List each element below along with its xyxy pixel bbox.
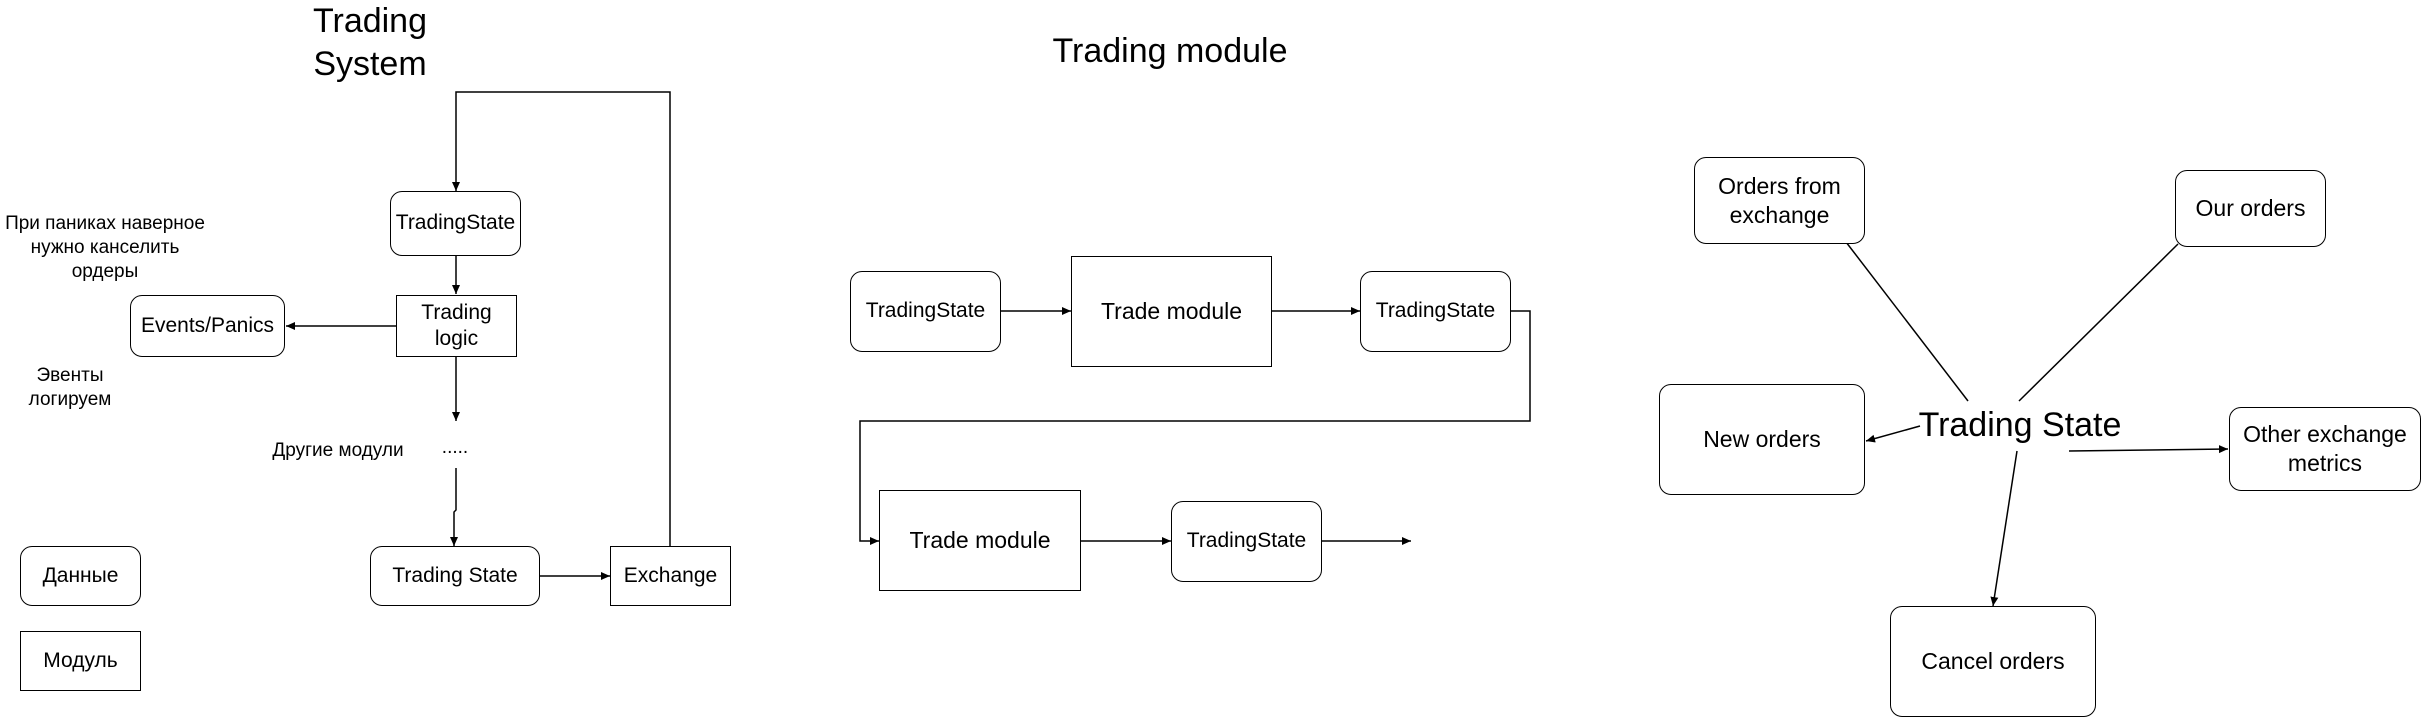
- title-trading-module: Trading module: [1052, 32, 1288, 70]
- node-state-2: TradingState: [1360, 271, 1511, 352]
- node-other-exchange-metrics: Other exchange metrics: [2229, 407, 2421, 491]
- label-other-modules-dots: .....: [441, 437, 469, 458]
- edge-state2-to-module2: [859, 310, 1531, 545]
- label-other-modules: Другие модули: [272, 440, 404, 461]
- node-cancel-orders: Cancel orders: [1890, 606, 2096, 717]
- hub-trading-state: Trading State: [1918, 406, 2122, 444]
- legend-data: Данные: [20, 546, 141, 606]
- edge-state-to-other-metrics: [2068, 445, 2229, 454]
- note-panic-cancel-orders: При паниках наверное нужно канселить орд…: [5, 213, 205, 282]
- edge-exchange-to-tradingstate: [452, 91, 671, 546]
- node-state-1: TradingState: [850, 271, 1001, 352]
- legend-module: Модуль: [20, 631, 141, 691]
- title-trading-system: Trading System: [312, 2, 428, 83]
- node-tradingstate-top: TradingState: [390, 191, 521, 256]
- node-orders-from-exchange: Orders from exchange: [1694, 157, 1865, 244]
- note-events-logging: Эвенты логируем: [28, 365, 112, 410]
- edge-state-to-new-orders: [1865, 425, 1921, 443]
- edge-orders-from-exchange-to-state: [1845, 241, 1969, 402]
- node-exchange: Exchange: [610, 546, 731, 606]
- node-our-orders: Our orders: [2175, 170, 2326, 247]
- edge-modules-to-tradingstate: [450, 468, 458, 546]
- node-events-panics: Events/Panics: [130, 295, 285, 357]
- node-trade-module-2: Trade module: [879, 490, 1081, 591]
- edge-state-to-cancel-orders: [1990, 450, 2018, 607]
- edge-our-orders-to-state: [2018, 243, 2179, 402]
- node-trade-module-1: Trade module: [1071, 256, 1272, 367]
- node-trading-state-bottom: Trading State: [370, 546, 540, 606]
- node-new-orders: New orders: [1659, 384, 1865, 495]
- node-state-3: TradingState: [1171, 501, 1322, 582]
- node-trading-logic: Trading logic: [396, 295, 517, 357]
